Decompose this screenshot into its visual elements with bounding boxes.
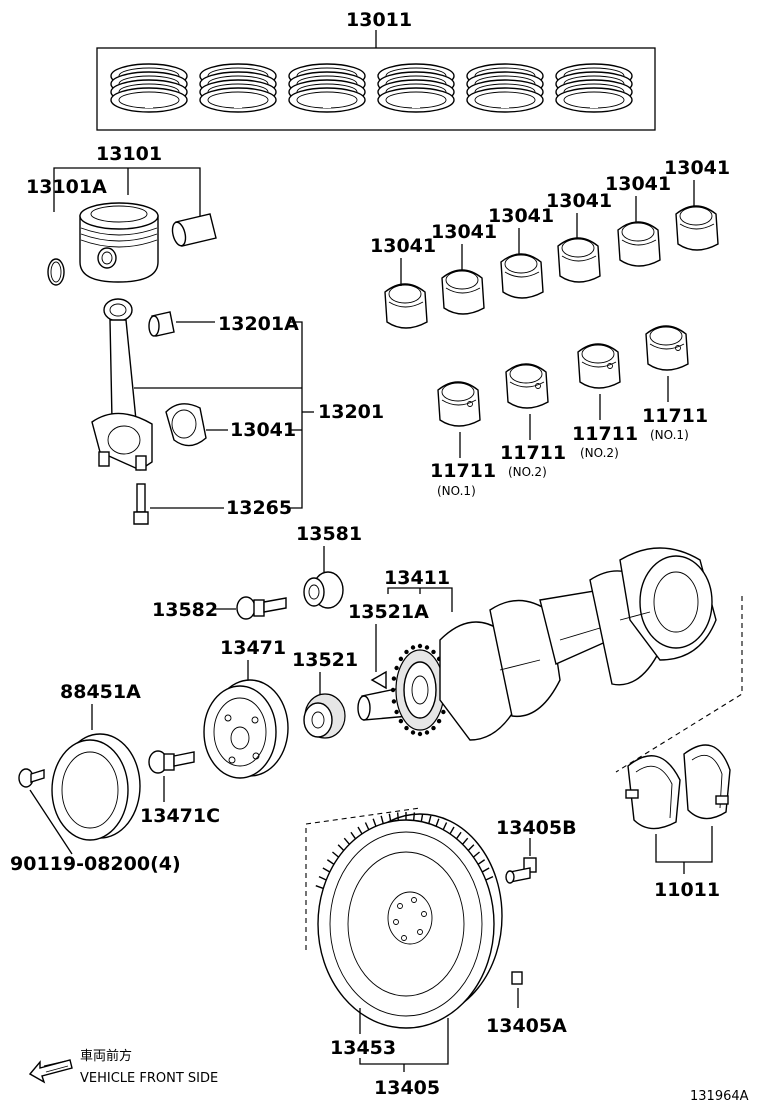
sublabel-no1-a: (NO.1) — [437, 484, 476, 498]
label-13265[interactable]: 13265 — [226, 497, 292, 519]
crank-bearings-lower-group: 11711 (NO.1) 11711 (NO.2) 11711 (NO.2) 1… — [430, 325, 708, 498]
rod-bearing-icon — [165, 403, 207, 447]
piston-group: 13101 13101A — [26, 143, 217, 286]
lower-bearing-shell-icon — [577, 343, 621, 389]
label-13411[interactable]: 13411 — [384, 567, 450, 589]
label-88451A[interactable]: 88451A — [60, 681, 141, 703]
label-13041-a[interactable]: 13041 — [370, 235, 436, 257]
damper-mount-bolt-icon — [18, 768, 45, 788]
direction-english: VEHICLE FRONT SIDE — [80, 1071, 218, 1086]
sublabel-no2-b: (NO.2) — [580, 446, 619, 460]
flywheel-bolt-icon — [505, 857, 537, 884]
label-13101[interactable]: 13101 — [96, 143, 162, 165]
piston-ring-icon — [288, 63, 366, 113]
piston-ring-icon — [377, 63, 455, 113]
label-13041-rod[interactable]: 13041 — [230, 419, 296, 441]
piston-icon — [79, 202, 159, 283]
front-direction-indicator: 車両前方 VEHICLE FRONT SIDE — [28, 1048, 218, 1086]
lower-bearing-shell-icon — [437, 381, 481, 427]
label-13041-c[interactable]: 13041 — [488, 205, 554, 227]
thrust-washer-left-icon — [625, 755, 681, 830]
pulley-damper-icon — [51, 733, 141, 841]
label-13405B[interactable]: 13405B — [496, 817, 577, 839]
upper-bearing-shell-icon — [617, 221, 661, 267]
crank-timing-gear-icon — [303, 693, 346, 739]
upper-bearing-shell-icon — [557, 237, 601, 283]
damper-bolt-icon — [148, 750, 195, 774]
label-11711-b[interactable]: 11711 — [500, 442, 566, 464]
figure-id: 131964A — [690, 1089, 749, 1104]
label-13471C[interactable]: 13471C — [140, 805, 220, 827]
label-13041-d[interactable]: 13041 — [546, 190, 612, 212]
sublabel-no2-a: (NO.2) — [508, 465, 547, 479]
sublabel-no1-b: (NO.1) — [650, 428, 689, 442]
dowel-pin-icon — [511, 971, 523, 985]
label-13405[interactable]: 13405 — [374, 1077, 440, 1099]
small-end-bushing-icon — [148, 311, 175, 337]
piston-pin-icon — [171, 213, 217, 247]
upper-bearing-shell-icon — [500, 253, 544, 299]
label-13581[interactable]: 13581 — [296, 523, 362, 545]
crank-bearings-upper-group: 13041 13041 13041 13041 13041 13041 — [370, 157, 730, 329]
flywheel-group: 13405B 13405A 13453 13405 — [315, 812, 577, 1099]
label-13041-e[interactable]: 13041 — [605, 173, 671, 195]
label-13521A[interactable]: 13521A — [348, 601, 429, 623]
connecting-rod-icon — [91, 298, 153, 471]
label-13201A[interactable]: 13201A — [218, 313, 299, 335]
label-13453[interactable]: 13453 — [330, 1037, 396, 1059]
timing-sprocket-icon — [390, 643, 450, 737]
label-13101A[interactable]: 13101A — [26, 176, 107, 198]
label-13041-b[interactable]: 13041 — [431, 221, 497, 243]
arrow-left-icon — [28, 1059, 73, 1084]
crank-pulley-icon — [203, 679, 289, 779]
piston-rings — [110, 63, 633, 113]
piston-ring-icon — [466, 63, 544, 113]
upper-bearing-shell-icon — [441, 269, 485, 315]
label-13201[interactable]: 13201 — [318, 401, 384, 423]
label-13471[interactable]: 13471 — [220, 637, 286, 659]
crank-pulley-group: 13581 13582 13411 13521A 13471 — [10, 523, 453, 875]
label-11711-d[interactable]: 11711 — [642, 405, 708, 427]
ring-gear-teeth — [315, 812, 494, 890]
connecting-rod-group: 13201A 13201 13041 13265 — [91, 298, 384, 525]
label-13041-f[interactable]: 13041 — [664, 157, 730, 179]
upper-bearing-shell-icon — [384, 283, 428, 329]
flywheel-icon — [315, 812, 503, 1029]
label-90119[interactable]: 90119-08200(4) — [10, 853, 181, 875]
lower-bearings — [437, 325, 689, 427]
label-13521[interactable]: 13521 — [292, 649, 358, 671]
rod-bolt-icon — [133, 483, 149, 525]
crankshaft-group — [305, 547, 743, 950]
piston-ring-icon — [555, 63, 633, 113]
thrust-washer-group: 11011 — [625, 744, 731, 901]
thrust-washer-right-icon — [683, 744, 731, 820]
label-13582[interactable]: 13582 — [152, 599, 218, 621]
piston-ring-icon — [110, 63, 188, 113]
snap-ring-icon — [47, 258, 65, 286]
label-11011[interactable]: 11011 — [654, 879, 720, 901]
upper-bearings — [384, 205, 719, 329]
lower-bearing-shell-icon — [505, 363, 549, 409]
piston-ring-set-group: 13011 — [96, 9, 656, 131]
label-13405A[interactable]: 13405A — [486, 1015, 567, 1037]
piston-ring-icon — [199, 63, 277, 113]
lower-bearing-shell-icon — [645, 325, 689, 371]
upper-bearing-shell-icon — [675, 205, 719, 251]
direction-japanese: 車両前方 — [80, 1048, 132, 1064]
label-11711-c[interactable]: 11711 — [572, 423, 638, 445]
crankshaft-icon — [357, 547, 717, 741]
label-11711-a[interactable]: 11711 — [430, 460, 496, 482]
pulley-bolt-icon — [236, 596, 287, 620]
label-13011[interactable]: 13011 — [346, 9, 412, 31]
crank-washer-icon — [303, 571, 344, 609]
